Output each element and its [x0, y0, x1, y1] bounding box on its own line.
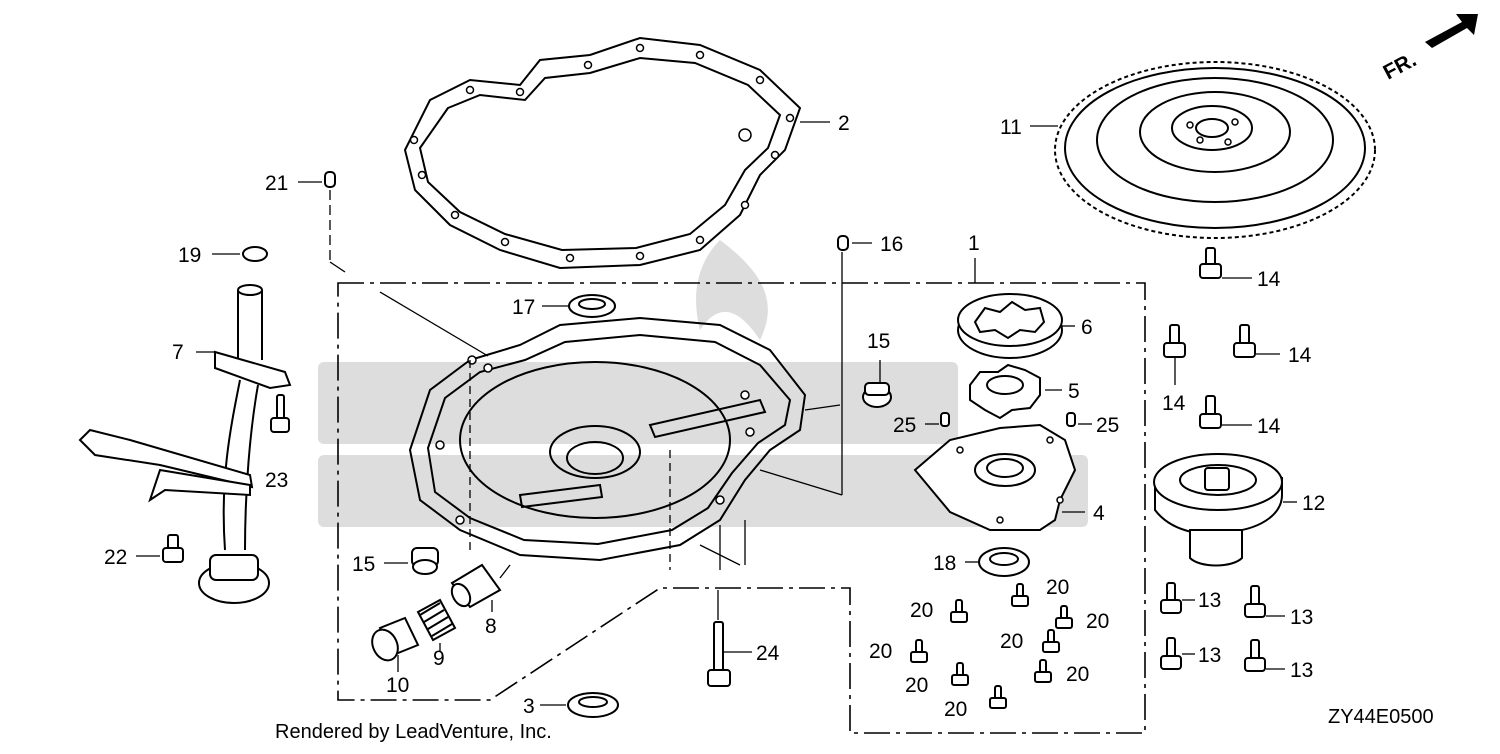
- label-part-13-2: 13: [1290, 606, 1313, 629]
- label-part-11: 11: [1000, 116, 1022, 139]
- gasket-part-2: [403, 36, 830, 270]
- label-part-19: 19: [178, 244, 201, 267]
- screw-part-20-a: [950, 599, 968, 623]
- oil-seal-part-18: [965, 547, 1030, 577]
- bolt-part-14-right: [1233, 324, 1280, 358]
- bolt-part-10: [371, 616, 420, 672]
- bolt-part-13-1: [1160, 582, 1195, 614]
- screw-part-20-group: [910, 583, 1073, 709]
- label-part-4: 4: [1093, 502, 1105, 525]
- label-part-1: 1: [968, 232, 980, 255]
- label-part-10: 10: [386, 674, 409, 697]
- screw-part-20-g: [1034, 659, 1052, 683]
- label-part-20-8: 20: [944, 698, 967, 721]
- label-part-23: 23: [265, 469, 288, 492]
- label-part-20-2: 20: [910, 599, 933, 622]
- plug-part-15-upper: [862, 360, 892, 408]
- screw-part-20-c: [1055, 605, 1073, 629]
- label-part-5: 5: [1068, 380, 1080, 403]
- label-part-22: 22: [104, 546, 127, 569]
- label-part-15-1: 15: [867, 330, 890, 353]
- label-part-12: 12: [1302, 492, 1325, 515]
- o-ring-part-19: [212, 246, 268, 262]
- bolt-part-13-4: [1244, 639, 1285, 672]
- bolt-part-14-left: [1163, 324, 1186, 385]
- label-part-20-7: 20: [905, 674, 928, 697]
- label-part-15-2: 15: [352, 553, 375, 576]
- credit-text: Rendered by LeadVenture, Inc.: [275, 721, 552, 743]
- label-part-20-6: 20: [1066, 663, 1089, 686]
- label-part-2: 2: [838, 112, 850, 135]
- oil-seal-part-17: [542, 294, 616, 318]
- plug-part-15-lower: [384, 547, 439, 575]
- label-part-13-4: 13: [1290, 659, 1313, 682]
- flywheel-part-11: [1030, 61, 1376, 239]
- bolt-part-13-2: [1244, 585, 1285, 618]
- diagram-code: ZY44E0500: [1328, 706, 1434, 728]
- oil-seal-part-3: [540, 692, 619, 718]
- label-part-20-5: 20: [869, 640, 892, 663]
- spring-part-9: [416, 598, 457, 652]
- dowel-part-21: [298, 171, 336, 262]
- label-part-21: 21: [265, 172, 288, 195]
- screw-part-20-h: [989, 685, 1007, 709]
- pump-body-part-12: [1153, 453, 1297, 567]
- dowel-part-16: [837, 235, 872, 251]
- bolt-part-14-top: [1199, 247, 1252, 279]
- label-part-7: 7: [172, 341, 184, 364]
- label-part-13-3: 13: [1198, 644, 1221, 667]
- label-part-20-1: 20: [1046, 576, 1069, 599]
- label-part-14-4: 14: [1257, 415, 1281, 438]
- bolt-part-23: [270, 394, 290, 433]
- dowel-pin-part-25-left: [925, 412, 950, 427]
- inner-rotor-part-5: [969, 363, 1062, 420]
- bolt-part-14-lower: [1199, 395, 1252, 429]
- pump-cover-part-4: [913, 423, 1085, 531]
- front-direction-arrow: [1425, 14, 1478, 48]
- label-part-13-1: 13: [1198, 589, 1221, 612]
- watermark: [318, 240, 1088, 527]
- screw-part-20-f: [951, 662, 969, 686]
- label-part-25-2: 25: [1096, 414, 1119, 437]
- callout-labels: 1 2 3 4 5 6 7 8 9 10 11 12 13 13 13 13 1…: [104, 112, 1325, 721]
- label-part-18: 18: [933, 552, 956, 575]
- label-part-14-1: 14: [1257, 268, 1281, 291]
- label-part-3: 3: [523, 695, 535, 718]
- bolt-part-13-3: [1160, 637, 1195, 670]
- label-part-17: 17: [512, 296, 535, 319]
- assembly-outline: [337, 258, 1146, 734]
- front-direction-label: FR.: [1380, 48, 1421, 84]
- bolt-part-24: [707, 590, 752, 687]
- screw-part-20-b: [1011, 583, 1029, 607]
- outer-rotor-part-6: [957, 293, 1075, 359]
- dowel-pin-part-25-right: [1066, 412, 1092, 427]
- relief-valve-part-8: [450, 563, 511, 612]
- label-part-20-3: 20: [1086, 610, 1109, 633]
- screw-part-20-d: [1042, 629, 1060, 653]
- label-part-14-3: 14: [1162, 392, 1186, 415]
- label-part-14-2: 14: [1288, 344, 1312, 367]
- oil-tube-part-7: [78, 284, 292, 604]
- label-part-6: 6: [1081, 316, 1093, 339]
- label-part-24: 24: [756, 642, 780, 665]
- label-part-9: 9: [433, 647, 445, 670]
- main-case-part-1: [329, 252, 843, 570]
- label-part-25-1: 25: [893, 414, 916, 437]
- bolt-part-22: [136, 534, 184, 563]
- label-part-8: 8: [485, 615, 497, 638]
- screw-part-20-e: [910, 639, 928, 663]
- label-part-20-4: 20: [1000, 630, 1023, 653]
- label-part-16: 16: [880, 233, 903, 256]
